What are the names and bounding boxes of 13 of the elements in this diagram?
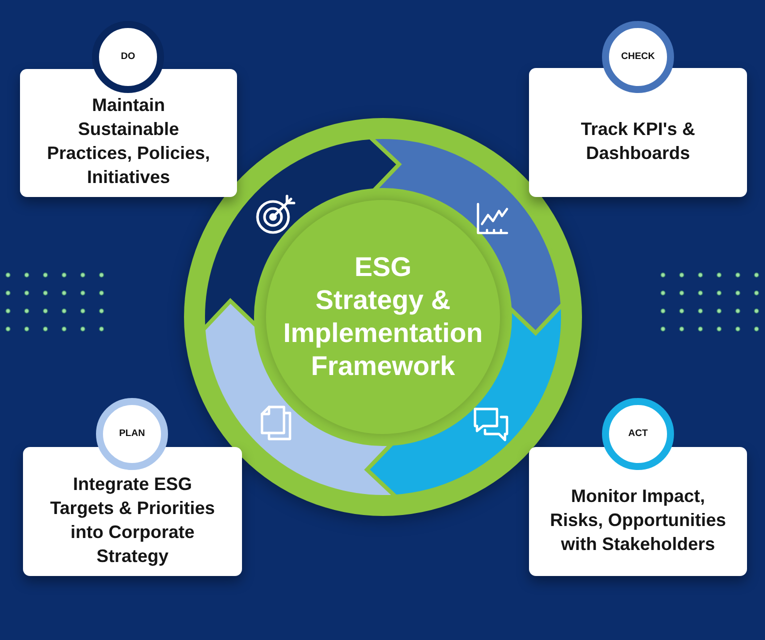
framework-title: ESG Strategy & Implementation Framework — [282, 251, 484, 383]
step-card — [529, 68, 747, 197]
step-description: Integrate ESG Targets & Priorities into Corporate Strategy — [49, 472, 216, 568]
step-label: PLAN — [119, 428, 145, 440]
step-card — [23, 447, 242, 576]
step-description: Monitor Impact, Risks, Opportunities with Stakeholders — [548, 484, 728, 556]
step-description: Maintain Sustainable Practices, Policies, Initiatives — [46, 94, 212, 189]
step-card — [529, 447, 747, 576]
step-label: CHECK — [621, 51, 655, 63]
step-label: DO — [120, 51, 136, 63]
step-label: ACT — [628, 428, 648, 440]
step-card — [20, 69, 237, 197]
step-description: Track KPI's & Dashboards — [580, 118, 696, 164]
